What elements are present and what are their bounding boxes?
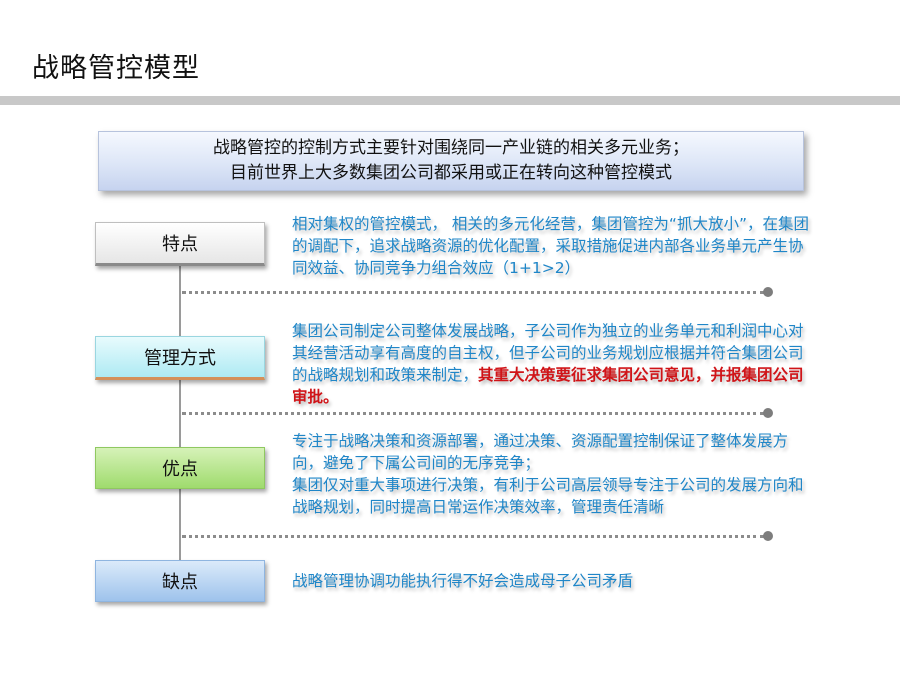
desc-management-mode: 集团公司制定公司整体发展战略，子公司作为独立的业务单元和利润中心对其经营活动享有… — [292, 320, 812, 408]
desc-disadvantages-text: 战略管理协调功能执行得不好会造成母子公司矛盾 — [292, 572, 634, 590]
desc-disadvantages: 战略管理协调功能执行得不好会造成母子公司矛盾 — [292, 570, 812, 592]
dotted-divider-1 — [182, 291, 764, 294]
dotted-divider-2 — [182, 412, 764, 415]
desc-management-normal: 集团公司制定公司整体发展战略，子公司作为独立的业务单元和利润中心对其经营活动享有… — [292, 322, 804, 384]
summary-line-1: 战略管控的控制方式主要针对围绕同一产业链的相关多元业务； — [213, 138, 689, 158]
divider-end-dot-3 — [763, 531, 773, 541]
timeline-connector — [179, 266, 181, 562]
desc-management-highlight: 其重大决策要征求集团公司意见，并报集团公司审批。 — [292, 366, 804, 406]
page-title: 战略管控模型 — [32, 53, 200, 84]
label-disadvantages: 缺点 — [95, 560, 265, 602]
label-advantages: 优点 — [95, 447, 265, 489]
label-features: 特点 — [95, 222, 265, 266]
summary-line-2: 目前世界上大多数集团公司都采用或正在转向这种管控模式 — [230, 163, 672, 183]
desc-management-mode-text: 集团公司制定公司整体发展战略，子公司作为独立的业务单元和利润中心对其经营活动享有… — [292, 320, 812, 408]
desc-features: 相对集权的管控模式， 相关的多元化经营，集团管控为“抓大放小”，在集团的调配下，… — [292, 213, 812, 279]
divider-end-dot-1 — [763, 287, 773, 297]
title-divider-bar — [0, 96, 900, 105]
desc-features-text: 相对集权的管控模式， 相关的多元化经营，集团管控为“抓大放小”，在集团的调配下，… — [292, 215, 809, 277]
dotted-divider-3 — [182, 535, 764, 538]
summary-box: 战略管控的控制方式主要针对围绕同一产业链的相关多元业务； 目前世界上大多数集团公… — [98, 131, 804, 191]
desc-advantages: 专注于战略决策和资源部署，通过决策、资源配置控制保证了整体发展方向，避免了下属公… — [292, 430, 812, 518]
desc-advantages-text-1: 专注于战略决策和资源部署，通过决策、资源配置控制保证了整体发展方向，避免了下属公… — [292, 432, 789, 472]
label-management-mode: 管理方式 — [95, 336, 265, 380]
desc-advantages-text-2: 集团仅对重大事项进行决策，有利于公司高层领导专注于公司的发展方向和战略规划，同时… — [292, 476, 804, 516]
divider-end-dot-2 — [763, 408, 773, 418]
